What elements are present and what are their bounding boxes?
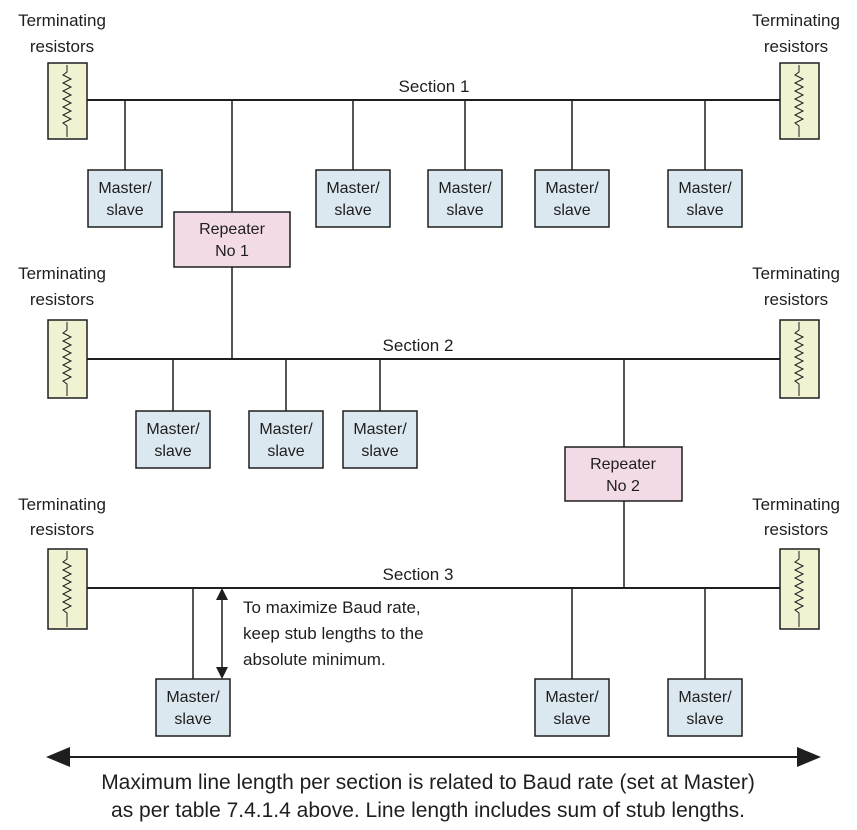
node-label-line1: Master/ [678,689,732,706]
terminating-resistor-right: Terminating resistors [752,11,840,140]
terminating-label-line2: resistors [30,290,94,309]
node-label-line2: slave [106,202,143,219]
node-label-line2: slave [686,711,723,728]
stub-note-line2: keep stub lengths to the [243,624,424,643]
terminating-resistor-left: Terminating resistors [18,495,106,630]
node-label-line2: slave [446,202,483,219]
node-label-line2: slave [267,443,304,460]
master-slave-node: Master/ slave [135,410,211,469]
node-box [667,169,743,228]
terminating-label-line1: Terminating [752,11,840,30]
section-label: Section 1 [399,77,470,96]
terminating-label-line2: resistors [30,37,94,56]
node-label-line1: Master/ [353,421,407,438]
section-2: Section 2 Terminating resistors Terminat… [18,264,840,469]
node-label-line1: Master/ [545,689,599,706]
master-slave-node: Master/ slave [534,169,610,228]
node-box [155,678,231,737]
master-slave-node: Master/ slave [667,169,743,228]
node-box [427,169,503,228]
repeater-1: Repeater No 1 [173,211,291,359]
terminating-label-line1: Terminating [18,264,106,283]
terminating-resistor-left: Terminating resistors [18,11,106,140]
resistor-icon [793,322,805,396]
terminating-resistor-right: Terminating resistors [752,495,840,630]
master-slave-node: Master/ slave [315,169,391,228]
section-1: Section 1 Terminating resistors Terminat… [18,11,840,228]
section-label: Section 2 [383,336,454,355]
master-slave-node: Master/ slave [534,678,610,737]
node-box [315,169,391,228]
terminating-label-line1: Terminating [18,11,106,30]
node-label-line1: Master/ [326,180,380,197]
resistor-icon [61,65,73,137]
node-box [534,169,610,228]
terminating-resistor-right: Terminating resistors [752,264,840,399]
terminating-label-line2: resistors [30,520,94,539]
node-label-line1: Master/ [98,180,152,197]
footer-note-line1: Maximum line length per section is relat… [101,771,755,794]
terminating-label-line2: resistors [764,290,828,309]
resistor-icon [793,551,805,627]
node-box [135,410,211,469]
master-slave-node: Master/ slave [667,678,743,737]
node-label-line1: Master/ [259,421,313,438]
footer: Maximum line length per section is relat… [46,747,821,822]
node-box [342,410,418,469]
stub-note-line1: To maximize Baud rate, [243,598,421,617]
node-box [87,169,163,228]
section-3: Section 3 Terminating resistors Terminat… [18,495,840,737]
resistor-icon [793,65,805,137]
repeater-label-line1: Repeater [199,221,265,238]
master-slave-node: Master/ slave [87,169,163,228]
repeater-2: Repeater No 2 [564,446,683,588]
repeater-box [564,446,683,502]
master-slave-node: Master/ slave [427,169,503,228]
node-label-line2: slave [361,443,398,460]
master-slave-node: Master/ slave [155,678,231,737]
resistor-icon [61,551,73,627]
repeater-label-line2: No 1 [215,243,249,260]
section-label: Section 3 [383,565,454,584]
terminating-resistor-left: Terminating resistors [18,264,106,399]
node-label-line2: slave [174,711,211,728]
node-label-line1: Master/ [438,180,492,197]
terminating-label-line2: resistors [764,37,828,56]
master-slave-node: Master/ slave [248,410,324,469]
terminating-label-line1: Terminating [752,264,840,283]
node-label-line1: Master/ [545,180,599,197]
repeater-label-line2: No 2 [606,478,640,495]
master-slave-node: Master/ slave [342,410,418,469]
repeater-label-line1: Repeater [590,456,656,473]
node-label-line2: slave [686,202,723,219]
node-label-line1: Master/ [146,421,200,438]
node-label-line2: slave [154,443,191,460]
terminating-label-line2: resistors [764,520,828,539]
node-label-line1: Master/ [166,689,220,706]
node-box [248,410,324,469]
terminating-label-line1: Terminating [752,495,840,514]
repeater-box [173,211,291,268]
node-label-line2: slave [334,202,371,219]
node-label-line2: slave [553,202,590,219]
stub-note-line3: absolute minimum. [243,650,386,669]
terminating-label-line1: Terminating [18,495,106,514]
node-label-line2: slave [553,711,590,728]
node-box [534,678,610,737]
node-box [667,678,743,737]
footer-note-line2: as per table 7.4.1.4 above. Line length … [111,799,745,822]
resistor-icon [61,322,73,396]
node-label-line1: Master/ [678,180,732,197]
